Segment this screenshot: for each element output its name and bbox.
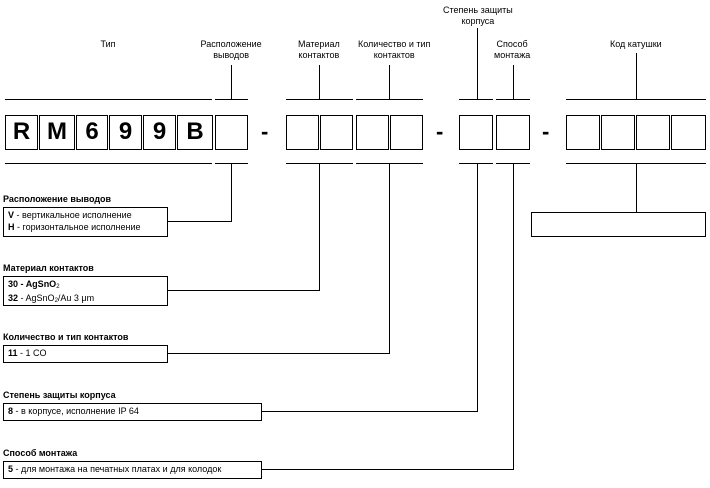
bottom-bracket-protection <box>459 163 493 164</box>
code-box-9a: 9 <box>109 115 142 150</box>
mounting-item-5: 5 - для монтажа на печатных платах и для… <box>8 463 261 475</box>
terminals-item-v: V - вертикальное исполнение <box>8 209 167 221</box>
section-title-terminals: Расположение выводов <box>3 194 112 204</box>
tick-protection <box>477 28 478 99</box>
contacts-item-11: 11 - 1 CO <box>8 347 167 359</box>
header-terminals-text: Расположение выводов <box>200 39 262 60</box>
terminals-item-h-code: H <box>8 222 15 232</box>
code-box-protection <box>459 115 493 150</box>
leader-mounting-v <box>513 163 514 470</box>
section-title-protection: Степень защиты корпуса <box>3 390 116 400</box>
header-coil-code: Код катушки <box>610 39 662 49</box>
tick-coil-code <box>636 53 637 99</box>
leader-material-v <box>319 163 320 291</box>
material-item-30-code: 30 <box>8 279 19 289</box>
code-box-material-2 <box>320 115 353 150</box>
separator-1: - <box>261 119 269 144</box>
section-title-contacts-qty-type: Количество и тип контактов <box>3 332 129 342</box>
terminals-item-h: H - горизонтальное исполнение <box>8 221 167 233</box>
material-item-32-code: 32 <box>8 293 19 303</box>
bracket-protection <box>459 99 493 100</box>
material-item-30-sep: - <box>18 279 26 289</box>
material-item-32-sub: 2 <box>54 298 58 304</box>
section-box-mounting: 5 - для монтажа на печатных платах и для… <box>3 461 262 479</box>
material-item-30-text: AgSnO <box>25 279 57 289</box>
code-box-contacts-1 <box>356 115 389 150</box>
header-protection: Степень защиты корпуса <box>443 5 513 27</box>
header-mounting: Способ монтажа <box>494 39 530 61</box>
bottom-bracket-type <box>5 163 212 164</box>
header-contacts-qty-type: Количество и тип контактов <box>358 39 430 61</box>
bracket-coil-code <box>566 99 706 100</box>
header-contact-material: Материал контактов <box>298 39 340 61</box>
code-box-coil-4 <box>671 115 706 150</box>
code-box-mounting <box>496 115 530 150</box>
header-mounting-text: Способ монтажа <box>494 39 531 60</box>
code-box-6: 6 <box>76 115 108 150</box>
header-protection-text: Степень защиты корпуса <box>443 5 513 26</box>
separator-3: - <box>542 119 550 144</box>
mounting-item-5-code: 5 <box>8 464 14 474</box>
section-box-contacts-qty-type: 11 - 1 CO <box>3 345 168 363</box>
protection-item-8-text: - в корпусе, исполнение IP 64 <box>13 406 139 416</box>
header-terminals: Расположение выводов <box>201 39 262 61</box>
material-item-30: 30 - AgSnO2 <box>8 278 167 292</box>
header-contact-material-text: Материал контактов <box>298 39 340 60</box>
leader-protection-v <box>477 163 478 412</box>
code-box-contacts-2 <box>390 115 423 150</box>
code-box-b: B <box>177 115 213 150</box>
contacts-item-11-code: 11 <box>8 348 18 358</box>
leader-protection-h <box>262 411 478 412</box>
material-item-32-sep: - <box>18 293 26 303</box>
protection-item-8: 8 - в корпусе, исполнение IP 64 <box>8 405 261 417</box>
protection-item-8-code: 8 <box>8 406 14 416</box>
bracket-contact-material <box>286 99 353 100</box>
leader-coil-v <box>636 163 637 212</box>
material-item-32: 32 - AgSnO2/Au 3 μm <box>8 292 167 306</box>
leader-mounting-h <box>262 469 514 470</box>
terminals-item-v-code: V <box>8 210 15 220</box>
tick-contacts-qty-type <box>389 65 390 99</box>
bracket-mounting <box>496 99 530 100</box>
section-box-contact-material: 30 - AgSnO2 32 - AgSnO2/Au 3 μm <box>3 276 168 306</box>
mounting-item-5-text: - для монтажа на печатных платах и для к… <box>13 464 222 474</box>
leader-material-h <box>168 290 320 291</box>
header-contacts-qty-type-text: Количество и тип контактов <box>358 39 431 60</box>
bracket-contacts-qty-type <box>356 99 423 100</box>
leader-contacts-h <box>168 353 390 354</box>
code-box-material-1 <box>286 115 319 150</box>
contacts-item-11-text: - 1 CO <box>17 348 47 358</box>
leader-contacts-v <box>389 163 390 354</box>
leader-terminals-h <box>168 221 232 222</box>
section-title-mounting: Способ монтажа <box>3 448 78 458</box>
header-type: Тип <box>100 39 116 49</box>
code-box-m: M <box>39 115 75 150</box>
section-box-protection: 8 - в корпусе, исполнение IP 64 <box>3 403 262 421</box>
separator-2: - <box>436 119 444 144</box>
terminals-item-v-text: - вертикальное исполнение <box>14 210 132 220</box>
material-item-30-sub: 2 <box>56 284 60 290</box>
section-title-contact-material: Материал контактов <box>3 263 94 273</box>
bracket-type <box>5 99 212 100</box>
bracket-terminals <box>215 99 248 100</box>
coil-code-box <box>531 212 706 237</box>
tick-contact-material <box>319 65 320 99</box>
terminals-item-h-text: - горизонтальное исполнение <box>14 222 141 232</box>
tick-mounting <box>513 65 514 99</box>
code-box-coil-3 <box>636 115 670 150</box>
code-box-coil-2 <box>601 115 635 150</box>
code-box-coil-1 <box>566 115 600 150</box>
material-item-32-text2: /Au 3 μm <box>57 293 95 303</box>
code-box-r: R <box>5 115 38 150</box>
leader-terminals-v <box>231 163 232 222</box>
material-item-32-text: AgSnO <box>25 293 55 303</box>
tick-terminals <box>231 65 232 99</box>
section-box-terminals: V - вертикальное исполнение H - горизонт… <box>3 207 168 237</box>
code-box-9b: 9 <box>143 115 176 150</box>
code-box-terminals <box>215 115 248 150</box>
